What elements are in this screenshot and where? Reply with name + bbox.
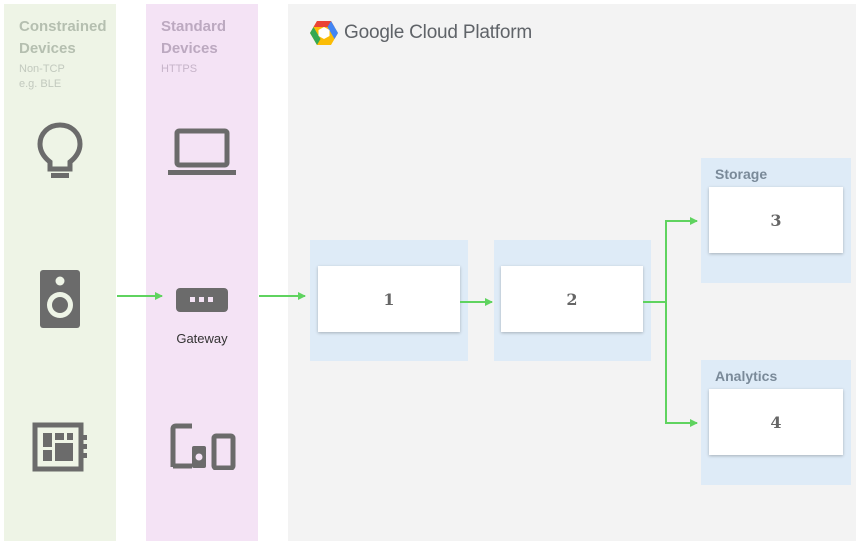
standard-sub-line1: HTTPS [161,63,198,75]
stage-2-zone: 2 [494,240,651,361]
constrained-sub-line2: e.g. BLE [19,78,62,90]
standard-subtitle: HTTPS [161,62,197,77]
laptop-icon [168,128,236,175]
gateway-device-icon [176,288,228,312]
google-cloud-logo-icon [310,21,338,45]
stage-1-box: 1 [318,266,460,332]
lightbulb-icon [37,122,83,178]
stage-4-box: 4 [709,389,843,455]
constrained-title-line1: Constrained [19,18,107,35]
constrained-subtitle: Non-TCP e.g. BLE [19,62,65,92]
stage-3-box: 3 [709,187,843,253]
constrained-title: Constrained Devices [19,16,107,60]
stage-2-box: 2 [501,266,643,332]
storage-label: Storage [715,166,768,182]
constrained-title-line2: Devices [19,40,76,57]
stage-1-zone: 1 [310,240,468,361]
circuit-board-icon [32,422,87,472]
storage-zone: Storage 3 [701,158,851,283]
analytics-label: Analytics [715,368,778,384]
standard-title-line2: Devices [161,40,218,57]
constrained-devices-column: Constrained Devices Non-TCP e.g. BLE [4,4,116,541]
gateway-label: Gateway [176,331,228,346]
standard-title-line1: Standard [161,18,227,35]
constrained-sub-line1: Non-TCP [19,63,65,75]
analytics-zone: Analytics 4 [701,360,851,485]
standard-devices-column: Standard Devices HTTPS Gateway [146,4,258,541]
standard-title: Standard Devices [161,16,226,60]
devices-icon [170,423,236,470]
gcp-title: Google Cloud Platform [344,22,533,43]
speaker-icon [40,270,80,328]
